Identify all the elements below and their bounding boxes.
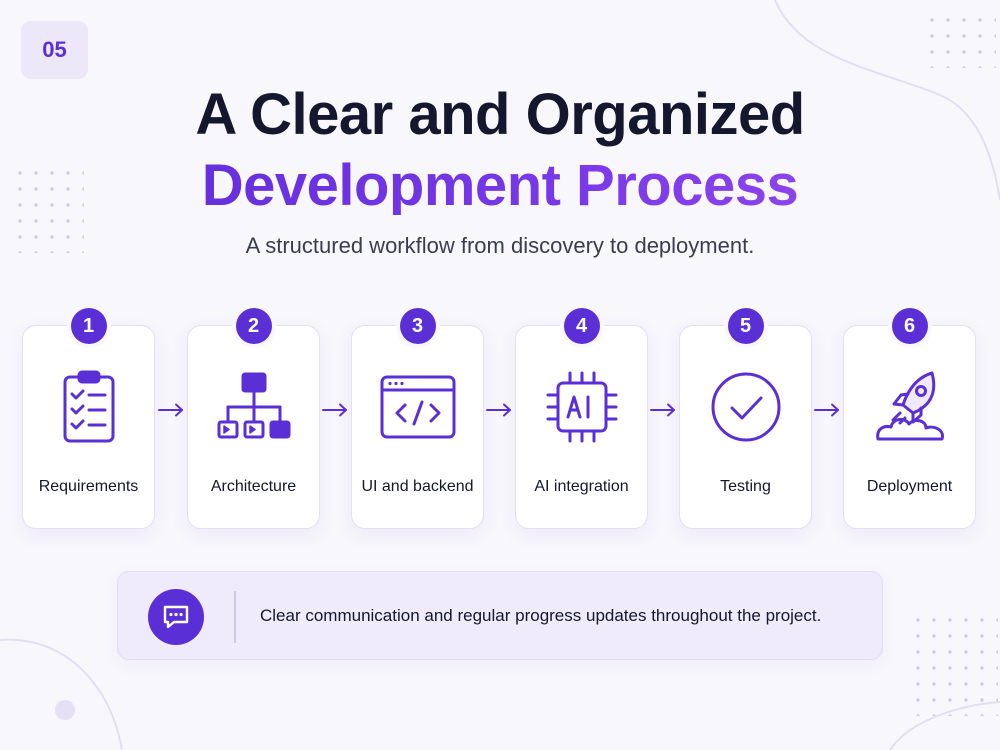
step-card-testing: 5 Testing xyxy=(679,308,812,529)
page-number-badge: 05 xyxy=(21,21,88,79)
step-card-requirements: 1 Requirements xyxy=(22,308,155,529)
code-window-icon xyxy=(380,375,456,439)
dot-grid-bottom-right xyxy=(910,612,998,716)
step-label: AI integration xyxy=(534,478,629,495)
chat-bubble-icon xyxy=(148,589,204,645)
step-number-badge: 4 xyxy=(563,308,600,344)
step-number-badge: 5 xyxy=(727,308,764,344)
step-number-badge: 6 xyxy=(891,308,928,344)
step-card-ui-and-backend: 3 UI and backend xyxy=(351,308,484,529)
clipboard-checklist-icon xyxy=(63,370,115,443)
page-subtitle: A structured workflow from discovery to … xyxy=(245,233,755,258)
arrow-right-icon xyxy=(814,403,839,417)
step-label: Testing xyxy=(720,478,771,495)
step-number-badge: 1 xyxy=(70,308,107,344)
step-card-architecture: 2 Architecture xyxy=(187,308,320,529)
decorative-circle xyxy=(55,700,75,720)
arrow-right-icon xyxy=(322,403,347,417)
step-label: Requirements xyxy=(38,478,139,495)
step-number-badge: 3 xyxy=(399,308,436,344)
hierarchy-diagram-icon xyxy=(217,372,291,439)
rocket-icon xyxy=(876,371,944,441)
check-circle-icon xyxy=(711,372,781,442)
arrow-right-icon xyxy=(158,403,183,417)
arrow-right-icon xyxy=(486,403,511,417)
step-card-deployment: 6 Deployment xyxy=(843,308,976,529)
page-title-line-1: A Clear and Organized xyxy=(195,82,805,147)
step-label: Deployment xyxy=(866,478,953,495)
step-label: UI and backend xyxy=(361,478,474,495)
arrow-right-icon xyxy=(650,403,675,417)
dot-grid-top-right xyxy=(924,12,996,68)
communication-note: Clear communication and regular progress… xyxy=(117,571,883,660)
step-card-ai-integration: 4 AI integration xyxy=(515,308,648,529)
note-divider xyxy=(234,591,236,643)
note-text: Clear communication and regular progress… xyxy=(260,606,822,625)
step-number-badge: 2 xyxy=(235,308,272,344)
step-label: Architecture xyxy=(210,478,297,495)
page-title-line-2: Development Process xyxy=(0,157,1000,215)
ai-chip-icon xyxy=(546,371,618,443)
dot-grid-left xyxy=(12,165,84,253)
